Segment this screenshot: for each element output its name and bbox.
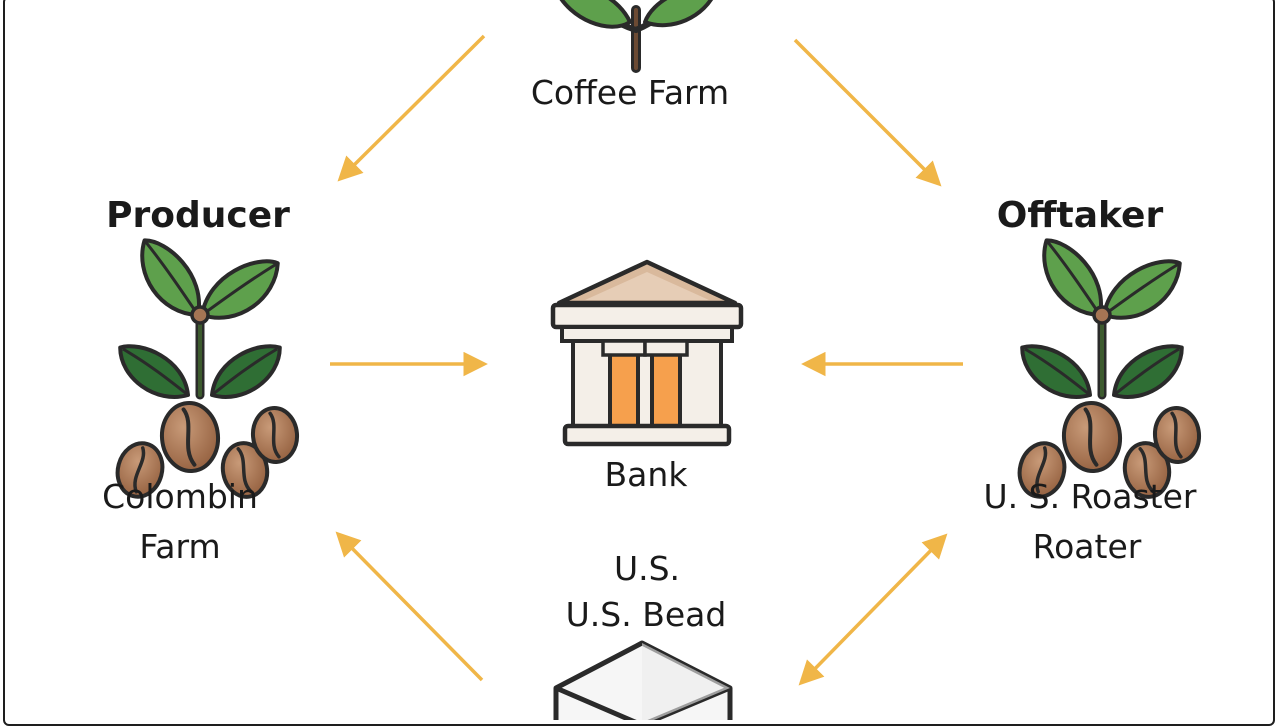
offtaker-label-line1: U. S. Roaster (983, 477, 1197, 516)
arrow-box-to-producer (335, 531, 484, 682)
bank-icon (550, 259, 744, 447)
coffee-farm-label: Coffee Farm (530, 73, 730, 112)
us-bead-label-line1: U.S. (613, 549, 681, 588)
offtaker-plant-icon (1014, 238, 1202, 502)
coffee-farm-tree-icon (559, 0, 714, 73)
producer-label-line1: Colombin (102, 477, 258, 516)
producer-label-line2: Farm (139, 527, 221, 566)
producer-title: Producer (106, 195, 290, 236)
arrow-box-offtaker-bidirectional (798, 533, 948, 686)
bank-label: Bank (604, 455, 688, 494)
arrow-farm-to-producer (337, 34, 486, 182)
cube-box-icon (553, 640, 733, 720)
offtaker-label-line2: Roater (1032, 527, 1142, 566)
arrows (330, 34, 963, 686)
offtaker-title: Offtaker (996, 195, 1164, 236)
arrow-farm-to-offtaker (793, 38, 942, 187)
producer-plant-icon (112, 238, 300, 502)
us-bead-label-line2: U.S. Bead (565, 595, 727, 634)
